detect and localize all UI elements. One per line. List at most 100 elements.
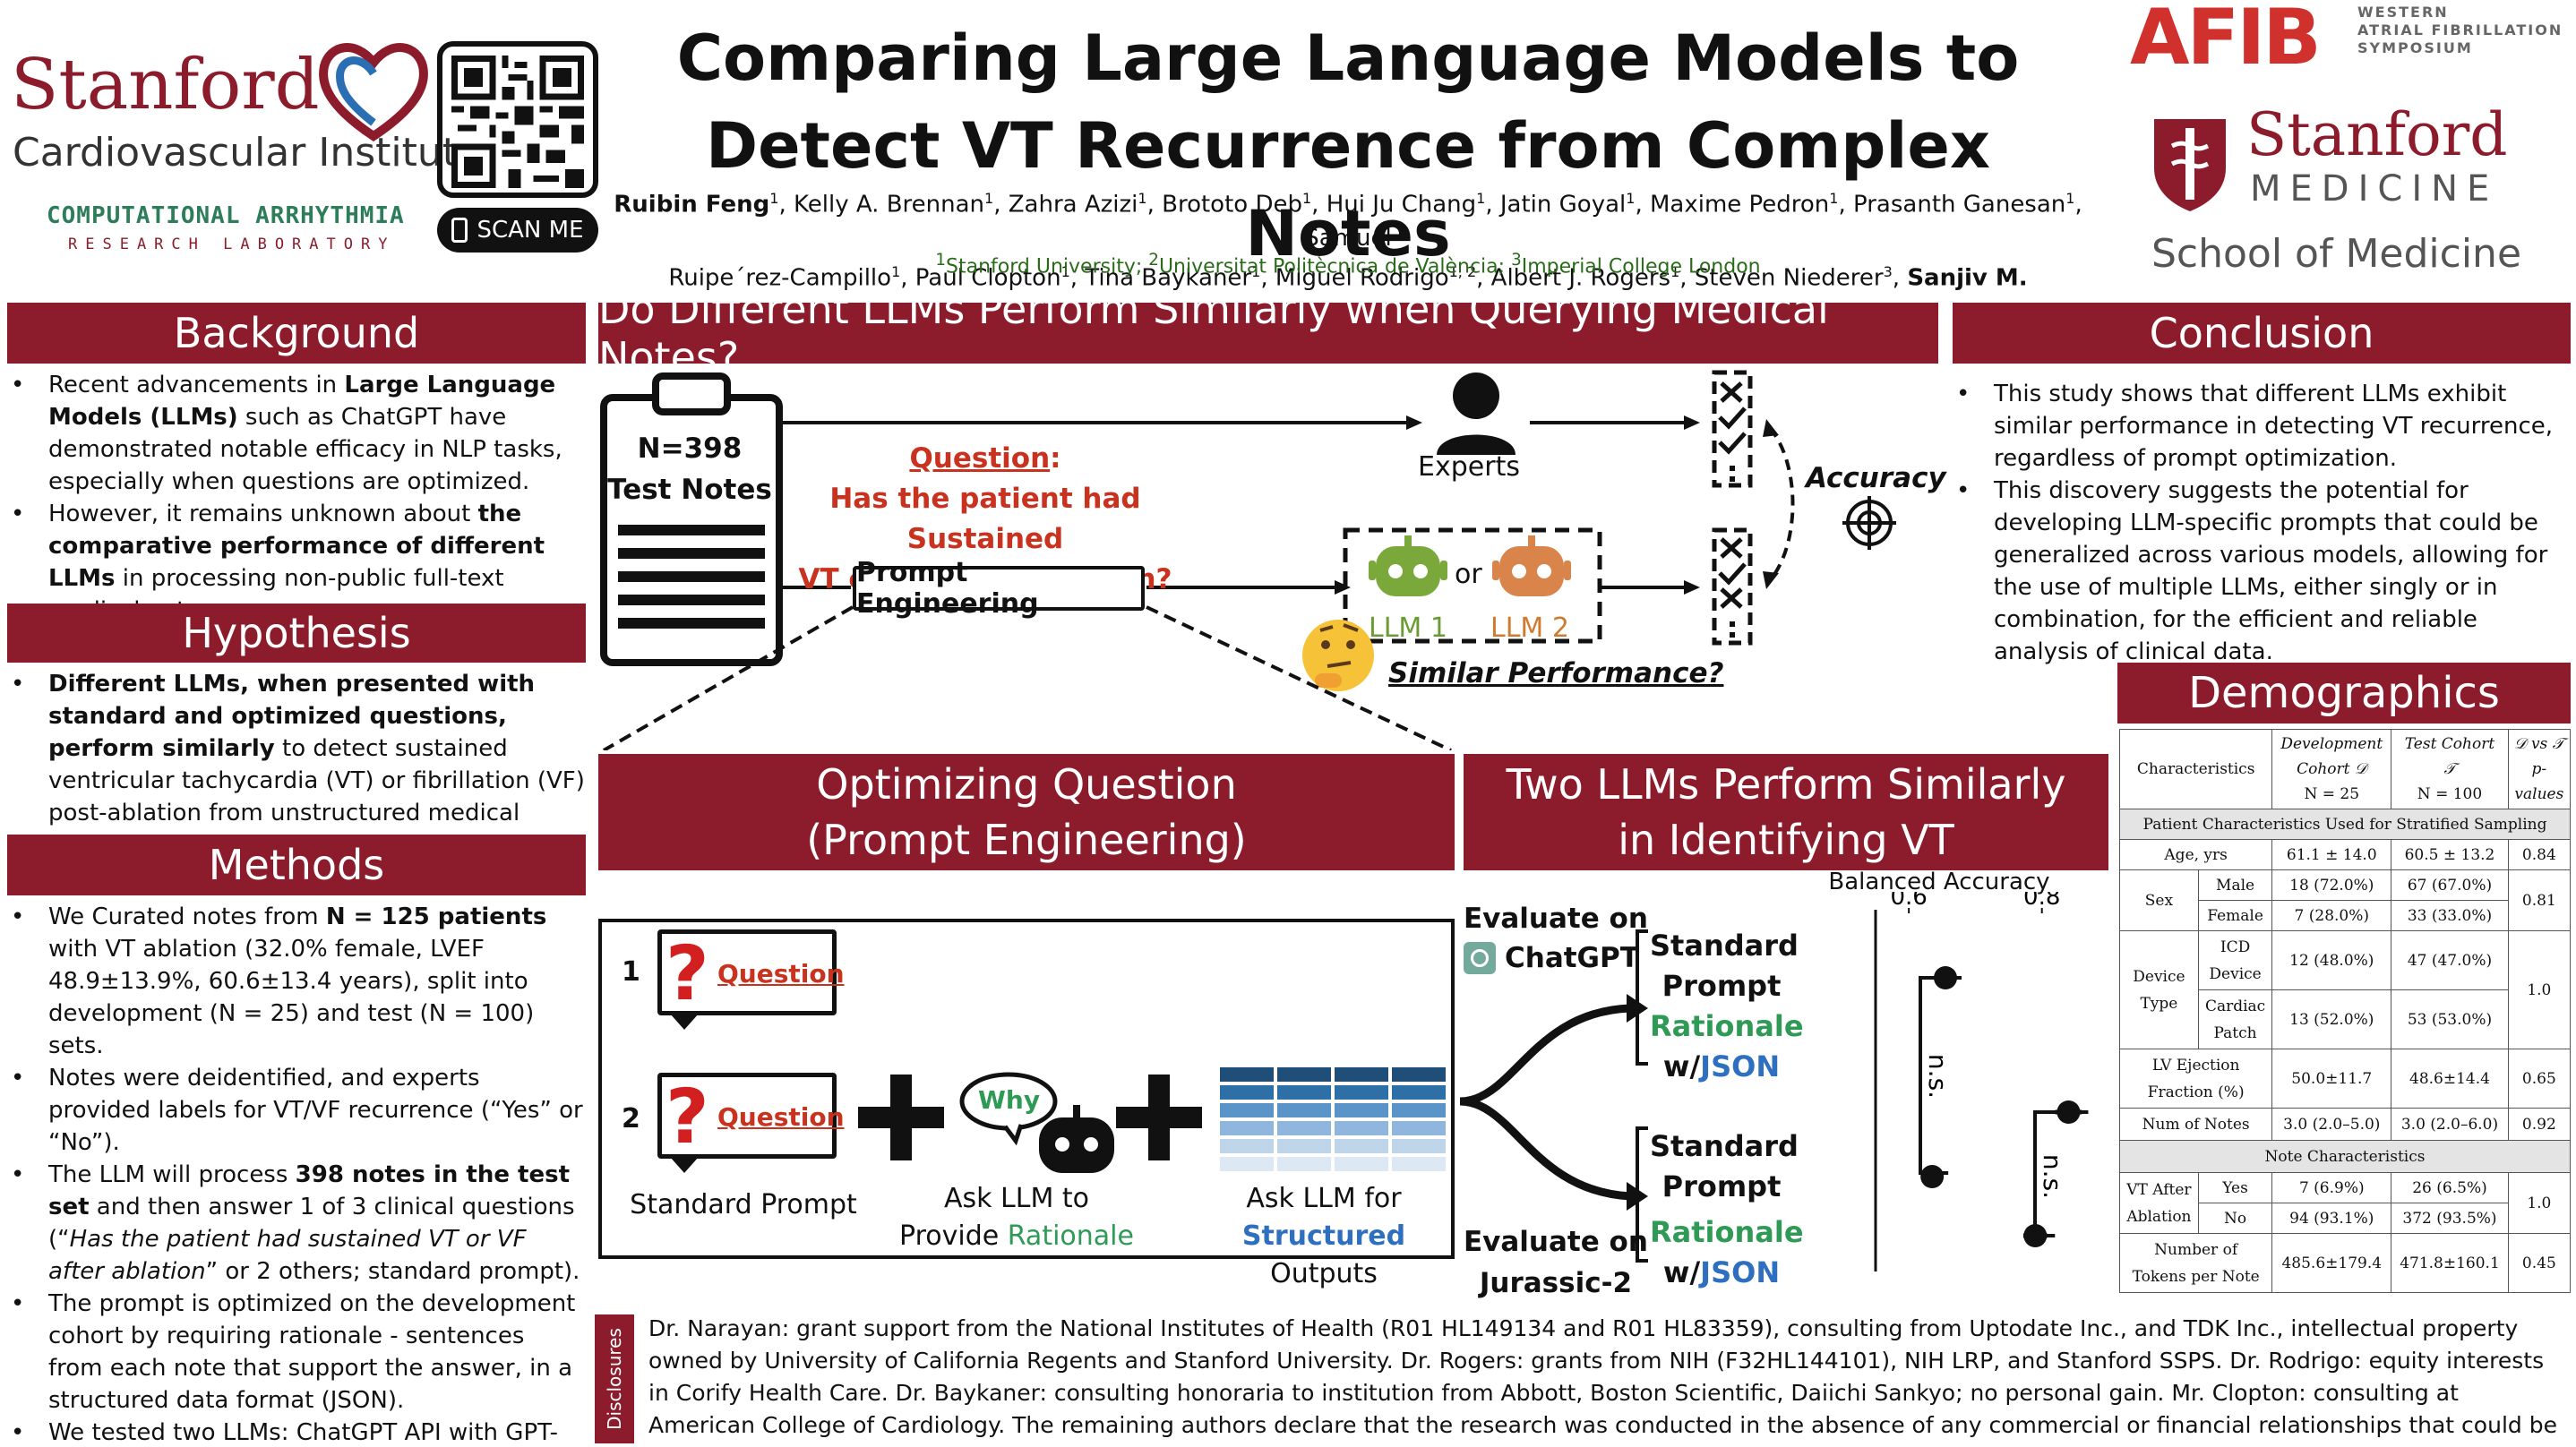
- ns-label-2: n.s.: [2038, 1154, 2067, 1199]
- background-heading: Background: [7, 303, 586, 364]
- background-bullet-2: However, it remains unknown about the co…: [4, 498, 586, 627]
- disclosures-text: Dr. Narayan: grant support from the Nati…: [648, 1315, 2557, 1447]
- background-bullet-1: Recent advancements in Large Language Mo…: [4, 369, 586, 498]
- methods-bullet-5: We tested two LLMs: ChatGPT API with GPT…: [4, 1417, 586, 1447]
- bracket-jurassic: [1636, 1126, 1648, 1263]
- author-affil: 1, 2: [1448, 262, 1477, 280]
- llm1-label: LLM 1: [1369, 612, 1447, 644]
- methods-list: We Curated notes from N = 125 patients w…: [4, 901, 586, 1447]
- grid-cell: [1392, 1085, 1446, 1100]
- plus-icon: [1116, 1075, 1202, 1160]
- optimizing-box: [598, 919, 1455, 1259]
- heart-logo-icon: [319, 43, 428, 142]
- step-number-2: 2: [622, 1103, 640, 1134]
- author-name: Jatin Goyal: [1499, 191, 1627, 218]
- affiliations: 1Stanford University; 2Universitat Polit…: [935, 251, 1761, 278]
- author-name: Kelly A. Brennan: [794, 191, 985, 218]
- accuracy-label: Accuracy: [1806, 462, 1946, 494]
- conclusion-list: This study shows that different LLMs exh…: [1949, 378, 2567, 668]
- grid-cell: [1392, 1067, 1446, 1082]
- stanford-wordmark: Stanford: [11, 45, 320, 125]
- overview-diagram: [600, 370, 1896, 750]
- author-name: Albert J. Rogers: [1490, 264, 1671, 292]
- grid-cell: [1392, 1157, 1446, 1171]
- hypothesis-heading: Hypothesis: [7, 604, 586, 663]
- author-name: Ruibin Feng: [614, 191, 770, 218]
- clipboard-label: N=398 Test Notes: [607, 432, 772, 506]
- sm-stanford-wordmark: Stanford: [2246, 100, 2508, 169]
- grid-cell: [1220, 1067, 1274, 1082]
- disclosures-tab: Disclosures: [595, 1314, 634, 1443]
- grid-cell: [1392, 1103, 1446, 1117]
- x-tick-label: 0.6: [1890, 892, 1927, 911]
- author-affil: 1: [1138, 190, 1147, 207]
- author-affil: 1: [1670, 262, 1680, 280]
- grid-cell: [1335, 1103, 1388, 1117]
- author-name: Steven Niederer: [1694, 264, 1884, 292]
- stanford-cvi-logo: Stanford Cardiovascular Institute: [11, 43, 482, 188]
- scan-me-badge[interactable]: SCAN ME: [437, 208, 598, 253]
- scan-me-label: SCAN ME: [477, 217, 584, 244]
- demographics-heading: Demographics: [2117, 663, 2571, 724]
- author-affil: 1: [1060, 262, 1070, 280]
- author-affil: 3: [1883, 262, 1893, 280]
- bracket-chatgpt: [1636, 929, 1648, 1066]
- ask-structured-label: Ask LLM for Structured Outputs: [1241, 1183, 1406, 1289]
- ns-bracket-1: [1919, 976, 1962, 1175]
- card-tail-1: [670, 1014, 699, 1030]
- authors: Ruibin Feng1, Kelly A. Brennan1, Zahra A…: [609, 182, 2087, 335]
- grid-cell: [1277, 1139, 1331, 1153]
- eval-chatgpt-label: Evaluate on ChatGPT: [1464, 903, 1648, 974]
- question-card-2: ? Question: [657, 1073, 845, 1160]
- grid-cell: [1220, 1121, 1274, 1135]
- section-patient-chars: Patient Characteristics Used for Stratif…: [2119, 809, 2571, 840]
- chart-title: Balanced Accuracy: [1828, 869, 2050, 895]
- grid-cell: [1277, 1121, 1331, 1135]
- llm2-label: LLM 2: [1490, 612, 1569, 644]
- methods-bullet-2: Notes were deidentified, and experts pro…: [4, 1062, 586, 1159]
- grid-cell: [1392, 1139, 1446, 1153]
- step-number-1: 1: [622, 956, 640, 988]
- afib-logo: AFIB: [2130, 0, 2399, 82]
- grid-cell: [1335, 1121, 1388, 1135]
- phone-icon: [451, 218, 468, 243]
- eval-jurassic-label: Evaluate on Jurassic-2: [1464, 1226, 1648, 1299]
- afib-wordmark: AFIB: [2130, 0, 2322, 82]
- author-name: Samuel: [1304, 224, 1392, 252]
- or-label: or: [1455, 559, 1482, 590]
- qr-code-icon: [451, 56, 584, 188]
- two-llms-heading: Two LLMs Perform Similarly in Identifyin…: [1464, 754, 2108, 870]
- grid-cell: [1335, 1067, 1388, 1082]
- author-name: Miguel Rodrigo: [1275, 264, 1449, 292]
- optimizing-heading: Optimizing Question (Prompt Engineering): [598, 754, 1455, 870]
- prompt-engineering-box: Prompt Engineering: [853, 557, 1145, 620]
- title-line-1: Comparing Large Language Models to: [676, 21, 2020, 95]
- car-lab-name: COMPUTATIONAL ARRHYTHMIA: [47, 202, 405, 229]
- car-lab-sub: RESEARCH LABORATORY: [68, 235, 396, 253]
- question-card-1: ? Question: [657, 929, 845, 1017]
- author-affil: 1: [769, 190, 779, 207]
- question-word-1: Question: [717, 959, 845, 989]
- author-affil: 1: [1626, 190, 1636, 207]
- chatgpt-conditions: Standard Prompt Rationale w/JSON: [1650, 929, 1804, 1083]
- grid-cell: [1220, 1103, 1274, 1117]
- grid-cell: [1392, 1121, 1446, 1135]
- card-tail-2: [670, 1157, 699, 1173]
- methods-bullet-1: We Curated notes from N = 125 patients w…: [4, 901, 586, 1062]
- author-affil: 1: [891, 262, 901, 280]
- qr-code[interactable]: [437, 41, 598, 198]
- grid-cell: [1277, 1085, 1331, 1100]
- grid-cell: [1335, 1157, 1388, 1171]
- header: Stanford Cardiovascular Institute COMPUT…: [0, 0, 2576, 331]
- author-name: Zahra Azizi: [1008, 191, 1138, 218]
- ns-label-1: n.s.: [1923, 1054, 1953, 1099]
- structured-grid-icon: [1220, 1067, 1446, 1171]
- conclusion-heading: Conclusion: [1953, 303, 2571, 364]
- methods-bullet-3: The LLM will process 398 notes in the te…: [4, 1159, 586, 1288]
- conclusion-bullet-2: This discovery suggests the potential fo…: [1949, 475, 2567, 668]
- jurassic-conditions: Standard Prompt Rationale w/JSON: [1650, 1129, 1804, 1289]
- author-name: Prasanth Ganesan: [1853, 191, 2066, 218]
